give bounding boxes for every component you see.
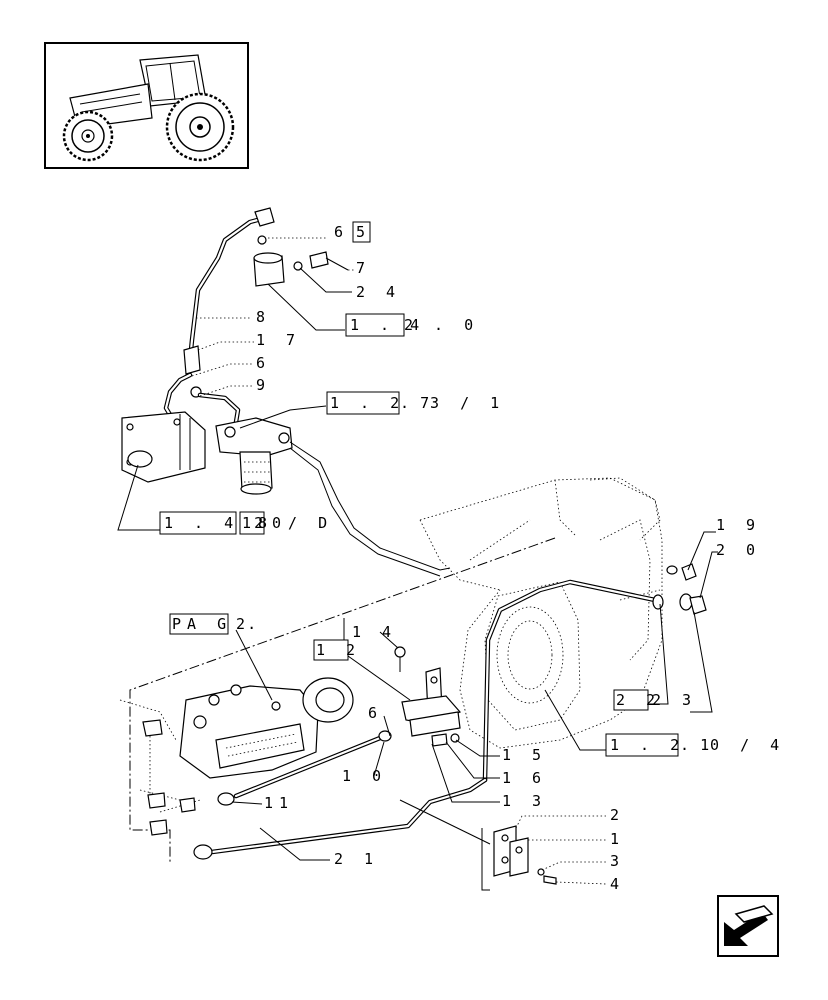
label-6-top: 6 [334,223,349,241]
label-14: 1 4 [352,623,397,641]
label-1-27-rest: . 3 / 1 [400,394,505,412]
ref-box-1-27 [326,391,400,415]
label-5-box: 5 [356,223,371,241]
oil-filter [215,417,451,577]
label-17: 1 7 [256,331,301,349]
label-21: 2 1 [334,850,379,868]
label-16: 1 6 [502,769,547,787]
back-arrow-icon[interactable] [717,895,779,957]
label-1-42-0-rest: 2 . 0 [404,316,479,334]
label-15: 1 5 [502,746,547,764]
hydraulic-pump [121,411,206,483]
label-1: 1 [610,830,625,848]
label-13: 1 3 [502,792,547,810]
label-1-42-10-rest: 8 / D [258,514,333,532]
label-1-42-10-box1: 1 . 4 2 [164,514,269,532]
leader-lines [117,237,718,885]
ref-box-1-42-0 [345,313,405,337]
label-8: 8 [256,308,271,326]
ref-box-12 [313,639,349,661]
tractor-thumbnail [44,42,249,169]
label-22-box: 2 2 [616,691,661,709]
ref-box-1-42-10a [159,511,237,535]
upper-pipe-assembly [163,207,329,425]
label-1-27-box: 1 . 2 7 [330,394,435,412]
label-1-42-10-box2: 1 0 [242,514,287,532]
ref-box-5 [352,221,371,243]
ref-box-1-42-10b [239,511,265,535]
label-10: 1 0 [342,767,387,785]
label-19: 1 9 [716,516,761,534]
lower-pipes [193,730,488,860]
label-4: 4 [610,875,625,893]
ref-box-1-21 [605,733,679,757]
label-12-box: 1 2 [316,641,361,659]
clip-plates [481,825,557,891]
bracket-assembly [394,646,462,747]
label-11: 11 [264,794,294,812]
label-6-mid: 6 [256,354,271,372]
label-23: 2 3 [652,691,697,709]
label-pag-box: PA G . [172,615,262,633]
label-6-bracket: 6 [368,704,383,722]
label-1-42-0-box: 1 . 4 [350,316,425,334]
right-pipe [482,563,707,783]
label-3: 3 [610,852,625,870]
label-9: 9 [256,376,271,394]
ref-box-pag [169,613,229,635]
ref-box-22 [613,689,649,711]
label-2: 2 [610,806,625,824]
control-valve-block [119,677,354,836]
label-pag-rest: 2 [236,615,251,633]
label-20: 2 0 [716,541,761,559]
label-1-21-rest: . 0 / 4 [680,736,785,754]
label-1-21-box: 1 . 2 1 [610,736,715,754]
label-24: 2 4 [356,283,401,301]
label-7: 7 [356,259,371,277]
